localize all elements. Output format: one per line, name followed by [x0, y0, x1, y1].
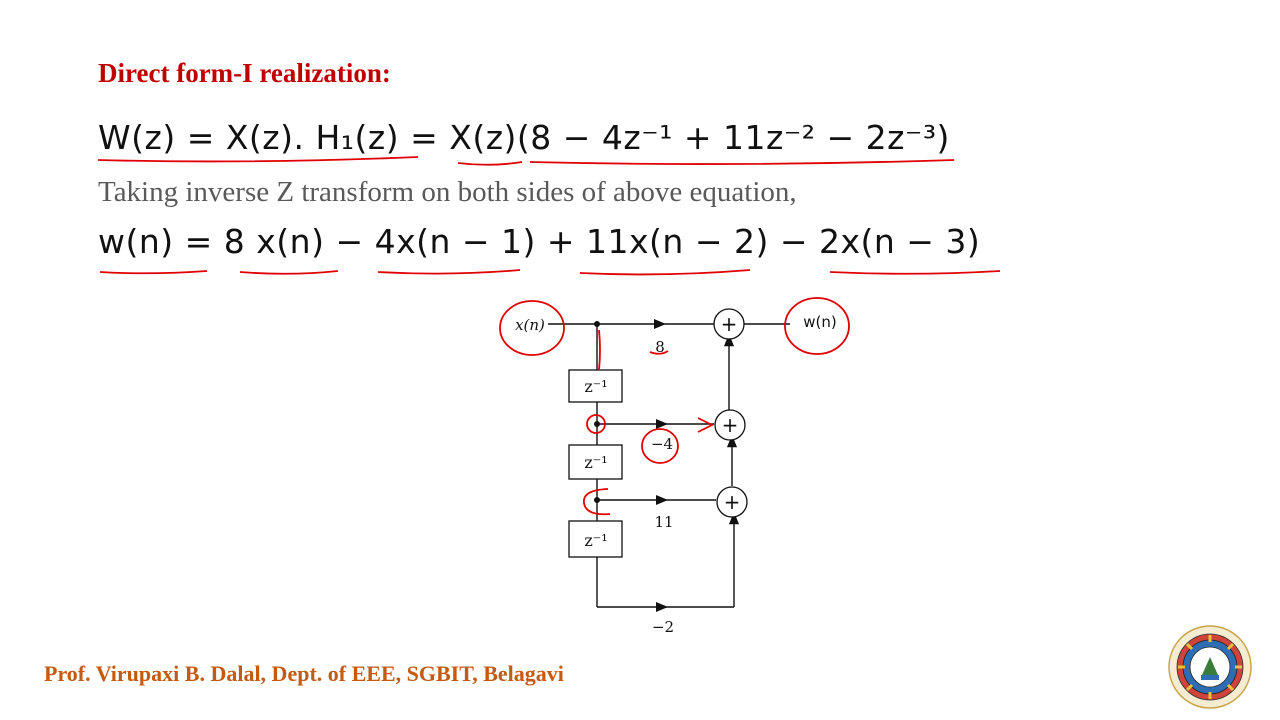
gain-arrow-minus4: [656, 419, 668, 429]
adder-3: +: [716, 486, 748, 518]
junction-circle-annotation: [586, 414, 606, 434]
gain-arrow-8: [654, 319, 666, 329]
coefficient-minus4: −4: [651, 435, 673, 453]
adder-2: +: [714, 409, 746, 441]
slide-title: Direct form-I realization:: [98, 58, 391, 88]
svg-text:z⁻¹: z⁻¹: [584, 531, 607, 550]
svg-text:+: +: [722, 413, 739, 437]
delay-block-1: z⁻¹: [568, 369, 623, 403]
gain-arrow-minus2: [656, 602, 668, 612]
delay-block-2: z⁻¹: [568, 444, 623, 480]
adder-1: +: [713, 308, 745, 340]
svg-text:z⁻¹: z⁻¹: [584, 453, 607, 472]
input-circle-annotation: [499, 300, 565, 356]
transfer-function-equation: W(z) = X(z). H₁(z) = X(z)(8 − 4z⁻¹ + 11z…: [98, 118, 950, 157]
author-footer: Prof. Virupaxi B. Dalal, Dept. of EEE, S…: [44, 661, 564, 686]
coefficient-8: 8: [655, 338, 665, 356]
input-label: x(n): [515, 316, 545, 334]
junction-dots: [594, 321, 600, 503]
svg-text:+: +: [721, 312, 738, 336]
difference-equation: w(n) = 8 x(n) − 4x(n − 1) + 11x(n − 2) −…: [98, 222, 981, 261]
svg-text:+: +: [724, 490, 741, 514]
svg-text:z⁻¹: z⁻¹: [584, 377, 607, 396]
output-circle-annotation: [784, 297, 850, 355]
output-label: w(n): [803, 313, 836, 331]
delay-block-3: z⁻¹: [568, 520, 623, 558]
coefficient-minus2: −2: [652, 618, 674, 636]
coefficient-11: 11: [654, 513, 673, 531]
diagram-annotations: [499, 297, 850, 516]
institute-seal-logo: [1168, 625, 1252, 709]
gain-arrow-11: [656, 495, 668, 505]
explanation-text: Taking inverse Z transform on both sides…: [98, 176, 797, 208]
gain-arrows: [654, 319, 668, 612]
underline-annotations: [97, 156, 1001, 276]
signal-lines: [548, 323, 790, 608]
coefficient-minus4-circle-annotation: [641, 428, 679, 464]
